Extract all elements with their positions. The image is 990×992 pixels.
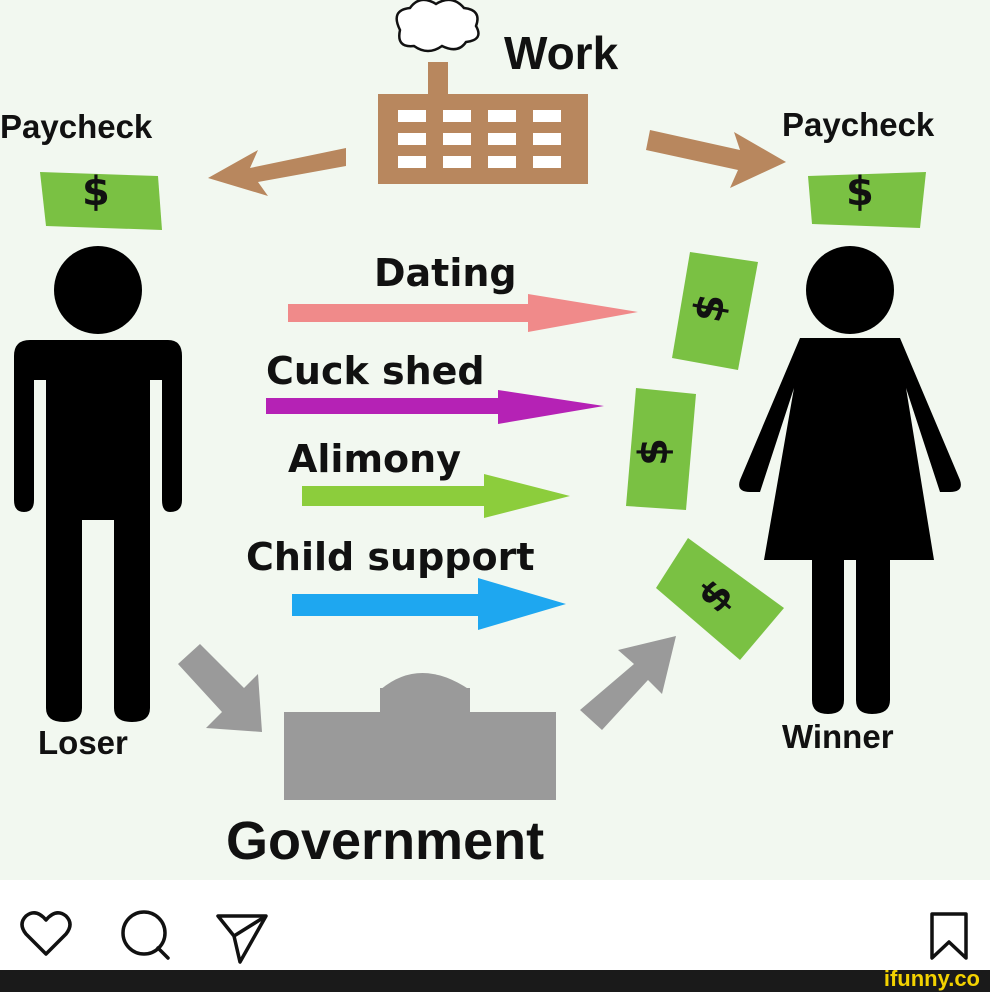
arrow-from-government	[580, 636, 676, 730]
winner-label: Winner	[782, 718, 894, 755]
money-bill-right	[808, 172, 926, 228]
flow-diagram: $ $ $ $ $ Work Paycheck Paycheck Dating …	[0, 0, 990, 880]
arrow-right-paycheck	[646, 130, 786, 188]
bottom-strip	[0, 970, 990, 992]
share-icon[interactable]	[214, 910, 270, 966]
bookmark-icon[interactable]	[928, 910, 970, 962]
loser-label: Loser	[38, 724, 128, 761]
arrow-left-paycheck	[208, 148, 346, 196]
dollar-sign-right: $	[846, 169, 874, 215]
heart-icon[interactable]	[20, 910, 72, 958]
arrow-to-government	[178, 644, 262, 732]
money-bill-flying-2	[626, 388, 696, 510]
woman-figure	[739, 246, 961, 714]
money-bill-flying-1	[672, 252, 758, 370]
flow-label-cuck-shed: Cuck shed	[266, 349, 485, 393]
man-figure	[14, 246, 182, 722]
flow-label-dating: Dating	[374, 251, 517, 295]
dollar-sign-flying-2: $	[630, 438, 677, 466]
money-bill-left	[40, 172, 162, 230]
money-bill-flying-3	[656, 538, 784, 660]
paycheck-right-label: Paycheck	[782, 106, 935, 143]
flow-label-alimony: Alimony	[288, 437, 461, 481]
dollar-sign-left: $	[82, 169, 110, 215]
arrow-child-support	[292, 578, 566, 630]
factory-icon	[378, 62, 588, 184]
work-label: Work	[504, 27, 619, 79]
arrow-cuck-shed	[266, 390, 604, 424]
paycheck-left-label: Paycheck	[0, 108, 153, 145]
watermark: ifunny.co	[883, 966, 980, 991]
comment-icon[interactable]	[118, 908, 172, 962]
arrow-alimony	[302, 474, 570, 518]
diagram-graphics	[14, 0, 961, 800]
government-building	[284, 673, 556, 800]
government-label: Government	[226, 811, 545, 871]
cloud-icon	[395, 0, 480, 53]
flow-label-child-support: Child support	[246, 535, 535, 579]
arrow-dating	[288, 294, 638, 332]
